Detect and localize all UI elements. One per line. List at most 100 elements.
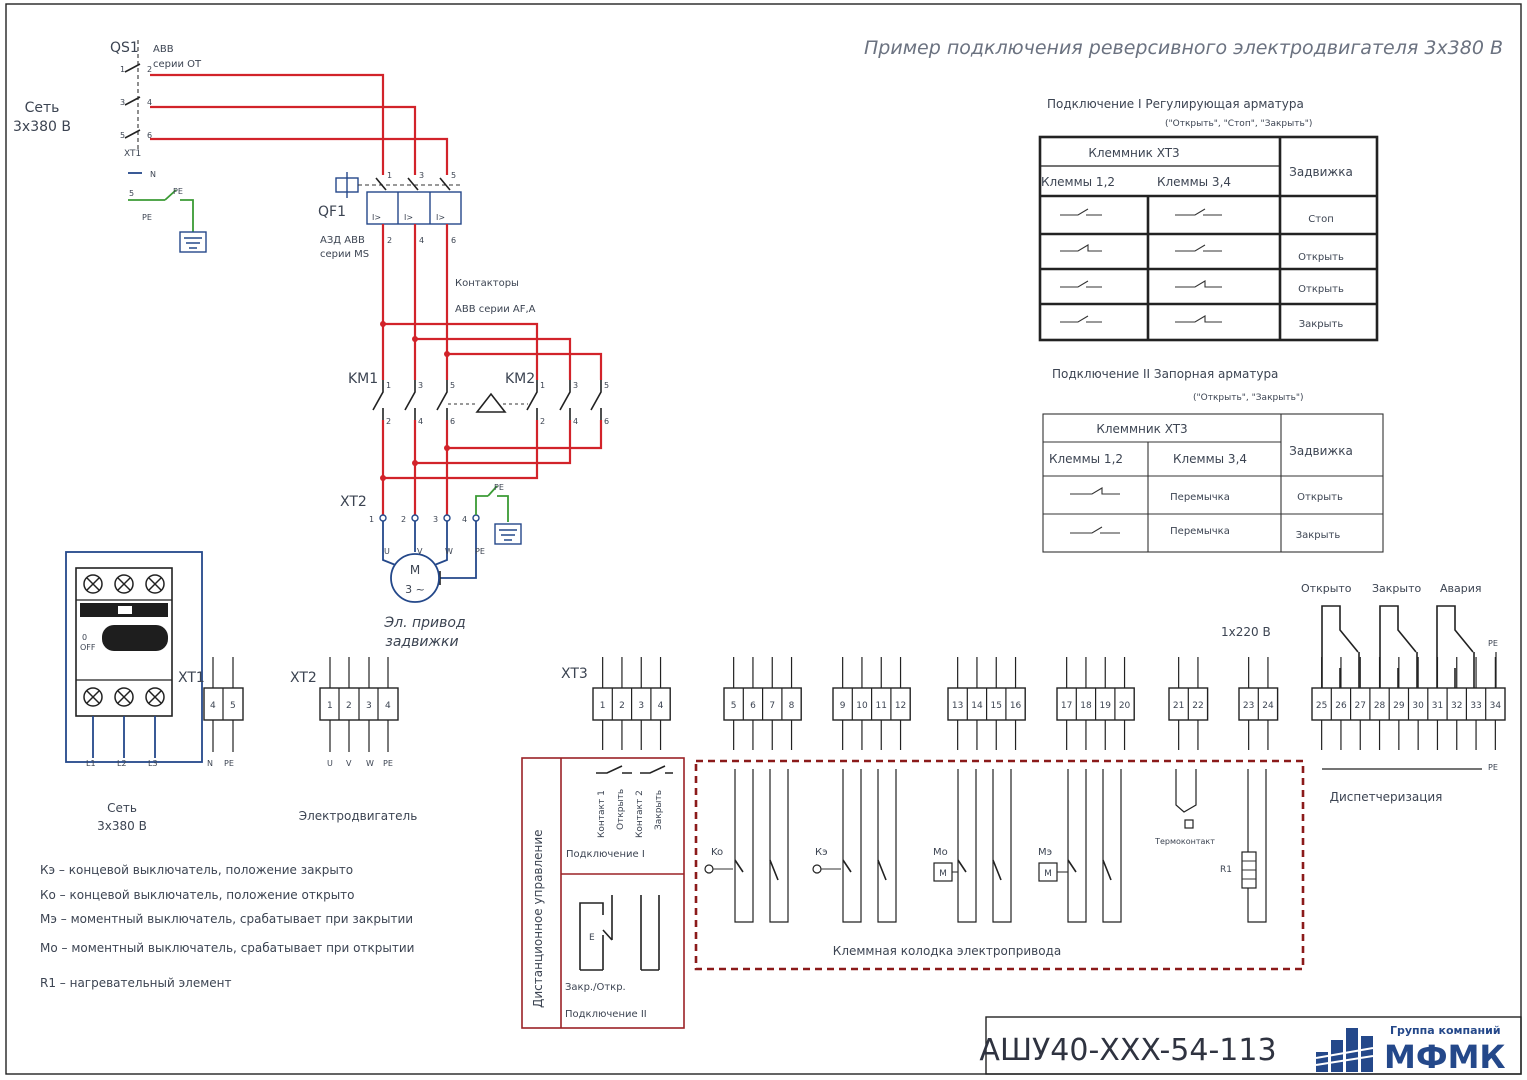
svg-text:2: 2	[540, 417, 545, 426]
svg-text:PE: PE	[494, 483, 504, 492]
diagram-title: Пример подключения реверсивного электрод…	[864, 37, 1503, 59]
svg-text:2: 2	[401, 515, 406, 524]
svg-text:W: W	[366, 759, 374, 768]
svg-text:5: 5	[129, 189, 134, 198]
legend-item: Мо – моментный выключатель, срабатывает …	[40, 941, 414, 955]
title-stamp: АШУ40-XXX-54-113 Группа компаний МФМК	[979, 1016, 1522, 1076]
svg-text:6: 6	[604, 417, 609, 426]
svg-text:3: 3	[573, 381, 578, 390]
svg-text:V: V	[417, 547, 423, 556]
table-regulating: Подключение I Регулирующая арматура ("От…	[1038, 97, 1379, 342]
svg-text:4: 4	[418, 417, 423, 426]
xt3-group: 17 18 19 20	[1056, 657, 1135, 750]
svg-text:6: 6	[450, 417, 455, 426]
km2-label: KM2	[505, 371, 535, 387]
svg-text:PE: PE	[383, 759, 393, 768]
svg-text:1: 1	[369, 515, 374, 524]
svg-text:OFF: OFF	[80, 643, 96, 652]
svg-text:Авария: Авария	[1440, 582, 1482, 595]
svg-text:W: W	[445, 547, 453, 556]
qs1-label: QS1	[110, 40, 139, 56]
svg-text:Контакторы: Контакторы	[455, 278, 519, 289]
svg-text:4: 4	[210, 701, 216, 711]
contactors-note: Контакторы ABB серии AF,A	[455, 278, 536, 315]
xt3-terminal-number: 13	[952, 701, 963, 711]
xt3-terminal-number: 10	[856, 701, 868, 711]
svg-text:Кэ: Кэ	[815, 847, 828, 858]
xt3-terminal-number: 20	[1119, 701, 1131, 711]
svg-text:1: 1	[386, 381, 391, 390]
xt3-terminal-number: 30	[1412, 701, 1424, 711]
xt3-terminal-number: 1	[600, 701, 606, 711]
svg-text:4: 4	[573, 417, 578, 426]
svg-text:3х380 В: 3х380 В	[13, 119, 71, 135]
svg-text:серии MS: серии MS	[320, 249, 369, 260]
legend-item: R1 – нагревательный элемент	[40, 976, 232, 990]
svg-text:4: 4	[462, 515, 467, 524]
svg-text:3: 3	[419, 171, 424, 180]
row-value: Стоп	[1308, 214, 1333, 225]
svg-text:ABB серии AF,A: ABB серии AF,A	[455, 304, 536, 315]
row-value: Открыть	[1298, 284, 1344, 295]
legend: Кэ – концевой выключатель, положение зак…	[40, 863, 414, 990]
svg-text:U: U	[384, 547, 390, 556]
svg-text:5: 5	[450, 381, 455, 390]
network-label: Сеть 3х380 В	[13, 100, 71, 135]
svg-text:1: 1	[387, 171, 392, 180]
svg-text:Mo: Mo	[933, 847, 948, 858]
svg-text:Открыто: Открыто	[1301, 582, 1352, 595]
xt3-terminal-number: 5	[731, 701, 737, 711]
svg-text:Группа компаний: Группа компаний	[1390, 1024, 1501, 1037]
row-value: Закрыть	[1299, 319, 1344, 330]
xt3-terminal-number: 23	[1243, 701, 1254, 711]
svg-text:Клеммник XT3: Клеммник XT3	[1088, 146, 1179, 160]
xt3-terminal-number: 25	[1316, 701, 1327, 711]
svg-text:6: 6	[147, 131, 152, 140]
svg-text:Подключение II: Подключение II	[565, 1009, 647, 1020]
xt3-terminal-number: 18	[1080, 701, 1092, 711]
svg-text:V: V	[346, 759, 352, 768]
qs1-switch: QS1 ABB серии ОТ 1 2 3 4 5 6 XT1 N 5 PE …	[110, 40, 207, 253]
xt3-terminal-number: 32	[1451, 701, 1462, 711]
ground-icon	[179, 231, 207, 253]
e-switch-icon: E	[589, 933, 595, 943]
svg-text:1: 1	[540, 381, 545, 390]
svg-text:2: 2	[346, 701, 352, 711]
xt1-terminal-block: XT1 4 5 N PE Сеть 3х380 В	[97, 657, 244, 833]
xt3-terminal-number: 19	[1100, 701, 1112, 711]
row-value: Открыть	[1297, 492, 1343, 503]
xt3-terminal-number: 31	[1432, 701, 1443, 711]
svg-text:2: 2	[147, 65, 152, 74]
legend-item: Кэ – концевой выключатель, положение зак…	[40, 863, 353, 877]
xt3-terminal-number: 8	[789, 701, 795, 711]
document-code: АШУ40-XXX-54-113	[979, 1033, 1276, 1068]
svg-text:3 ~: 3 ~	[405, 583, 425, 596]
svg-text:6: 6	[451, 236, 456, 245]
svg-text:Сеть: Сеть	[107, 801, 137, 815]
svg-text:I>: I>	[372, 213, 381, 222]
svg-text:Клеммы 1,2: Клеммы 1,2	[1049, 452, 1123, 466]
svg-text:5: 5	[451, 171, 456, 180]
xt3-terminal-number: 17	[1061, 701, 1072, 711]
km1-label: KM1	[348, 371, 378, 387]
svg-text:PE: PE	[1488, 639, 1498, 648]
svg-text:R1: R1	[1220, 865, 1232, 875]
svg-text:2: 2	[386, 417, 391, 426]
xt3-terminal-number: 33	[1470, 701, 1481, 711]
svg-text:M: M	[1044, 869, 1052, 879]
xt2-terminals: XT2 1 2 3 4 PE U V W PE	[340, 483, 522, 585]
xt2-terminal-block: XT2 1 2 3 4 U V W PE Электродвигатель	[290, 657, 417, 823]
dispatch-block: Открыто Закрыто Авария PE PE Диспетчериз…	[1301, 582, 1498, 804]
svg-text:Открыть: Открыть	[616, 789, 626, 830]
xt3-terminal-number: 7	[769, 701, 775, 711]
svg-text:N: N	[150, 170, 156, 179]
svg-text:M: M	[939, 869, 947, 879]
xt3-terminal-number: 3	[638, 701, 644, 711]
svg-text:Сеть: Сеть	[25, 100, 60, 116]
svg-text:Ko: Ko	[711, 847, 723, 858]
svg-text:I>: I>	[436, 213, 445, 222]
